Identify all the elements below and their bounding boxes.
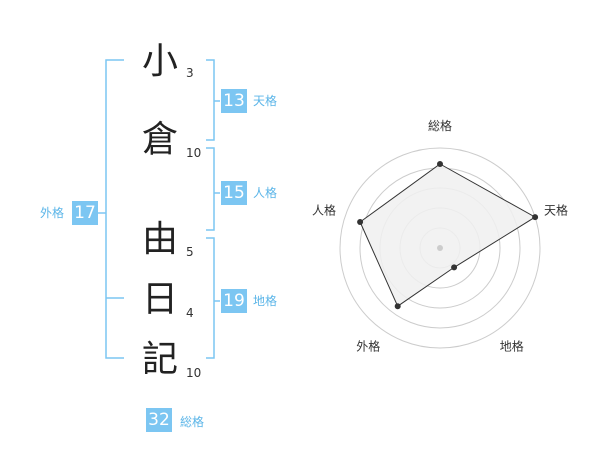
radar-point (451, 264, 458, 271)
surname-char-1: 小 (141, 41, 178, 82)
radar-point (437, 161, 443, 167)
given-char-2: 日 (141, 279, 178, 320)
radar-axis-label: 外格 (356, 339, 380, 354)
jinkaku-bracket (206, 147, 215, 231)
chikaku-bracket (206, 237, 215, 359)
gaikaku-value: 17 (72, 201, 98, 225)
radar-ring (339, 147, 541, 349)
radar-axis-label: 総格 (428, 118, 452, 133)
tenkaku-bracket (206, 59, 215, 141)
given-char-3: 記 (141, 339, 178, 380)
given-strokes-3: 10 (186, 366, 202, 380)
jinkaku-label: 人格 (253, 186, 278, 200)
tenkaku-label: 天格 (253, 94, 278, 108)
radar-point (357, 219, 364, 225)
radar-axis-label: 地格 (500, 339, 524, 354)
soukaku-value: 32 (146, 408, 172, 432)
gaikaku-bracket (105, 59, 124, 359)
surname-char-2: 倉 (141, 119, 178, 160)
radar-point (532, 214, 539, 221)
radar-point (394, 303, 401, 310)
gaikaku-label: 外格 (40, 206, 65, 220)
given-strokes-1: 5 (186, 245, 194, 259)
radar-center-dot (437, 245, 443, 251)
radar-polygon (359, 163, 537, 307)
radar-axis-label: 人格 (312, 202, 336, 217)
given-char-1: 由 (141, 219, 178, 260)
jinkaku-value: 15 (221, 181, 247, 205)
surname-strokes-2: 10 (186, 146, 202, 160)
radar-axis-label: 天格 (544, 202, 568, 217)
soukaku-label: 総格 (180, 415, 205, 429)
chikaku-label: 地格 (253, 294, 278, 308)
tenkaku-value: 13 (221, 89, 247, 113)
surname-strokes-1: 3 (186, 66, 194, 80)
given-strokes-2: 4 (186, 306, 194, 320)
chikaku-value: 19 (221, 289, 247, 313)
